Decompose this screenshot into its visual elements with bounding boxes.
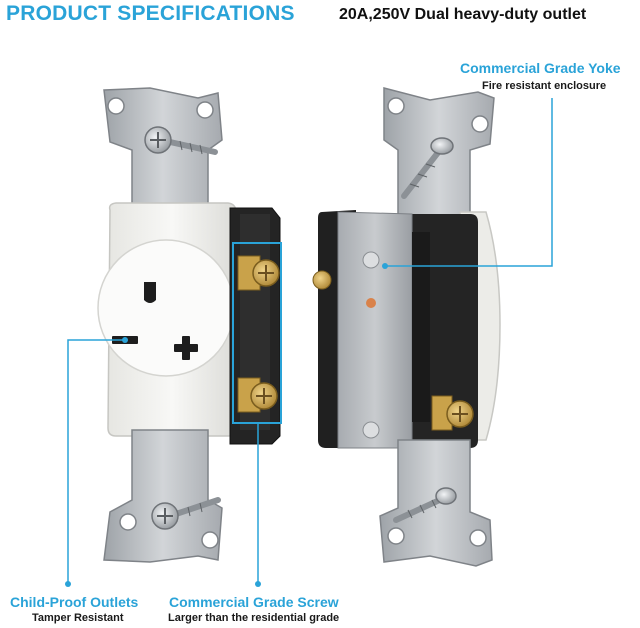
terminal-screw-icon	[237, 377, 278, 413]
outlet-front-view	[97, 87, 282, 563]
page-subtitle: 20A,250V Dual heavy-duty outlet	[339, 6, 587, 23]
yoke-callout-desc: Fire resistant enclosure	[482, 80, 607, 92]
yoke-callout-title: Commercial Grade Yoke	[460, 60, 621, 76]
mounting-screw-icon	[393, 487, 457, 523]
screw-callout-desc: Larger than the residential grade	[168, 612, 340, 624]
screw-callout-title: Commercial Grade Screw	[169, 594, 339, 610]
screw-highlight-box	[232, 242, 282, 424]
mounting-screw-icon	[144, 126, 218, 155]
child-proof-callout-title: Child-Proof Outlets	[10, 594, 139, 610]
outlet-back-view	[312, 87, 501, 567]
child-proof-callout-desc: Tamper Resistant	[32, 612, 124, 624]
page-title: PRODUCT SPECIFICATIONS	[6, 2, 295, 25]
terminal-screw-icon	[431, 395, 474, 431]
callout-lines	[65, 98, 553, 587]
mounting-screw-icon	[401, 137, 454, 199]
mounting-screw-icon	[151, 497, 221, 530]
terminal-screw-icon	[312, 270, 332, 290]
terminal-screw-icon	[237, 255, 280, 291]
